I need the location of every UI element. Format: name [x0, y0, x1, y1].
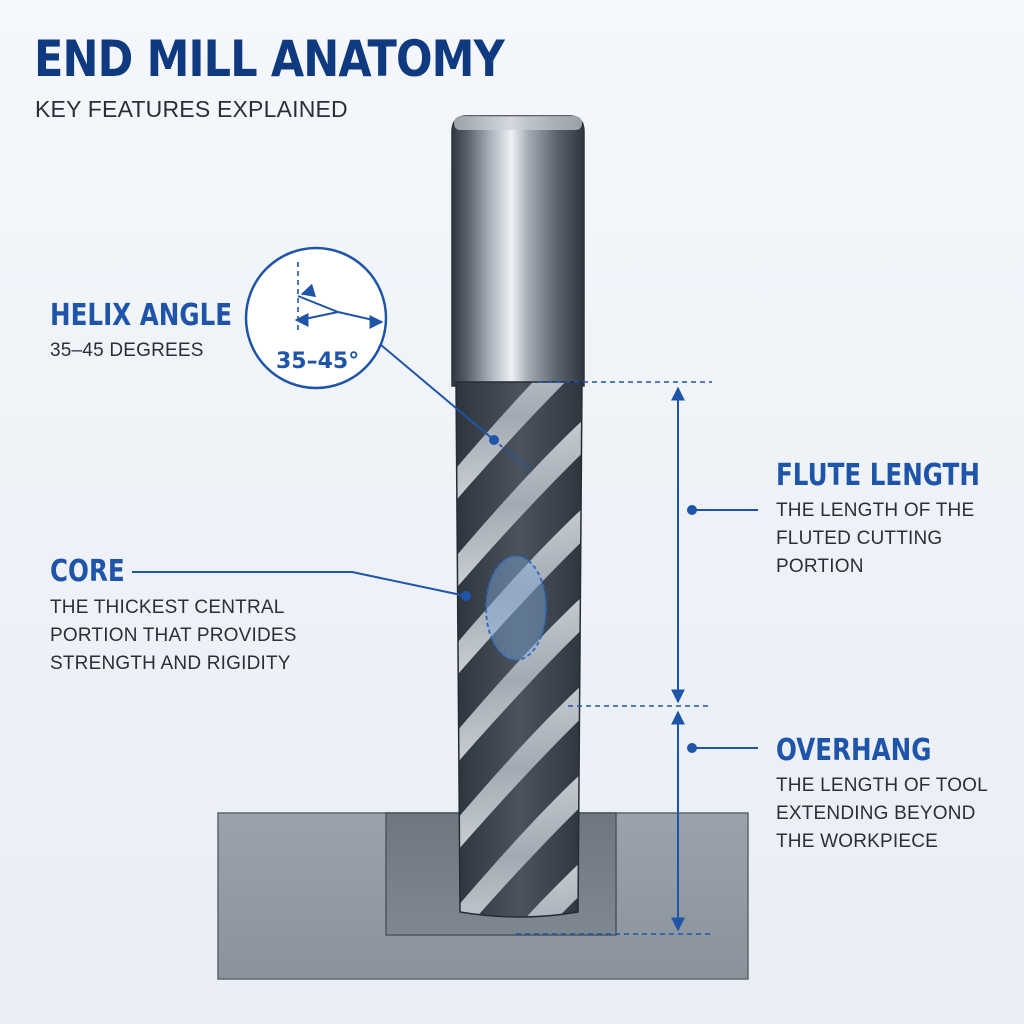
helix-magnifier-circle: [244, 246, 388, 390]
helix-ridge: [456, 496, 582, 688]
desc-line: FLUTED CUTTING: [776, 528, 943, 549]
helix-ridge: [456, 760, 582, 917]
desc-line: EXTENDING BEYOND: [776, 803, 976, 824]
desc-line: 35–45 DEGREES: [50, 340, 204, 361]
core-heading: CORE: [50, 554, 125, 589]
helix-angle-value: 35–45°: [276, 349, 360, 374]
desc-line: STRENGTH AND RIGIDITY: [50, 653, 291, 674]
helix-angle-heading: HELIX ANGLE: [50, 298, 233, 333]
helix-angle-desc: 35–45 DEGREES: [50, 337, 204, 365]
flute-length-heading: FLUTE LENGTH: [776, 458, 980, 493]
desc-line: PORTION THAT PROVIDES: [50, 625, 297, 646]
core-highlight: [485, 555, 547, 661]
overhang-desc: THE LENGTH OF TOOL EXTENDING BEYOND THE …: [776, 772, 988, 856]
helix-ridge: [456, 672, 582, 864]
core-desc: THE THICKEST CENTRAL PORTION THAT PROVID…: [50, 594, 297, 678]
helix-ridge: [456, 408, 582, 600]
overhang-heading: OVERHANG: [776, 733, 932, 768]
desc-line: THE LENGTH OF THE: [776, 500, 975, 521]
desc-line: THE WORKPIECE: [776, 831, 939, 852]
flute-length-desc: THE LENGTH OF THE FLUTED CUTTING PORTION: [776, 497, 974, 581]
tool-shank: [451, 115, 585, 387]
helix-ridge: [456, 382, 582, 512]
page-title: END MILL ANATOMY: [34, 30, 505, 88]
desc-line: PORTION: [776, 556, 864, 577]
page-subtitle: KEY FEATURES EXPLAINED: [35, 96, 348, 122]
fluted-outline: [455, 381, 583, 918]
helix-ridge: [456, 848, 582, 917]
core-leader-line: [132, 571, 467, 597]
desc-line: THE THICKEST CENTRAL: [50, 597, 285, 618]
fluted-section: [456, 382, 582, 917]
helix-ridge: [456, 584, 582, 776]
shank-chamfer: [454, 116, 582, 130]
desc-line: THE LENGTH OF TOOL: [776, 775, 988, 796]
helix-leader-line: [380, 344, 495, 441]
